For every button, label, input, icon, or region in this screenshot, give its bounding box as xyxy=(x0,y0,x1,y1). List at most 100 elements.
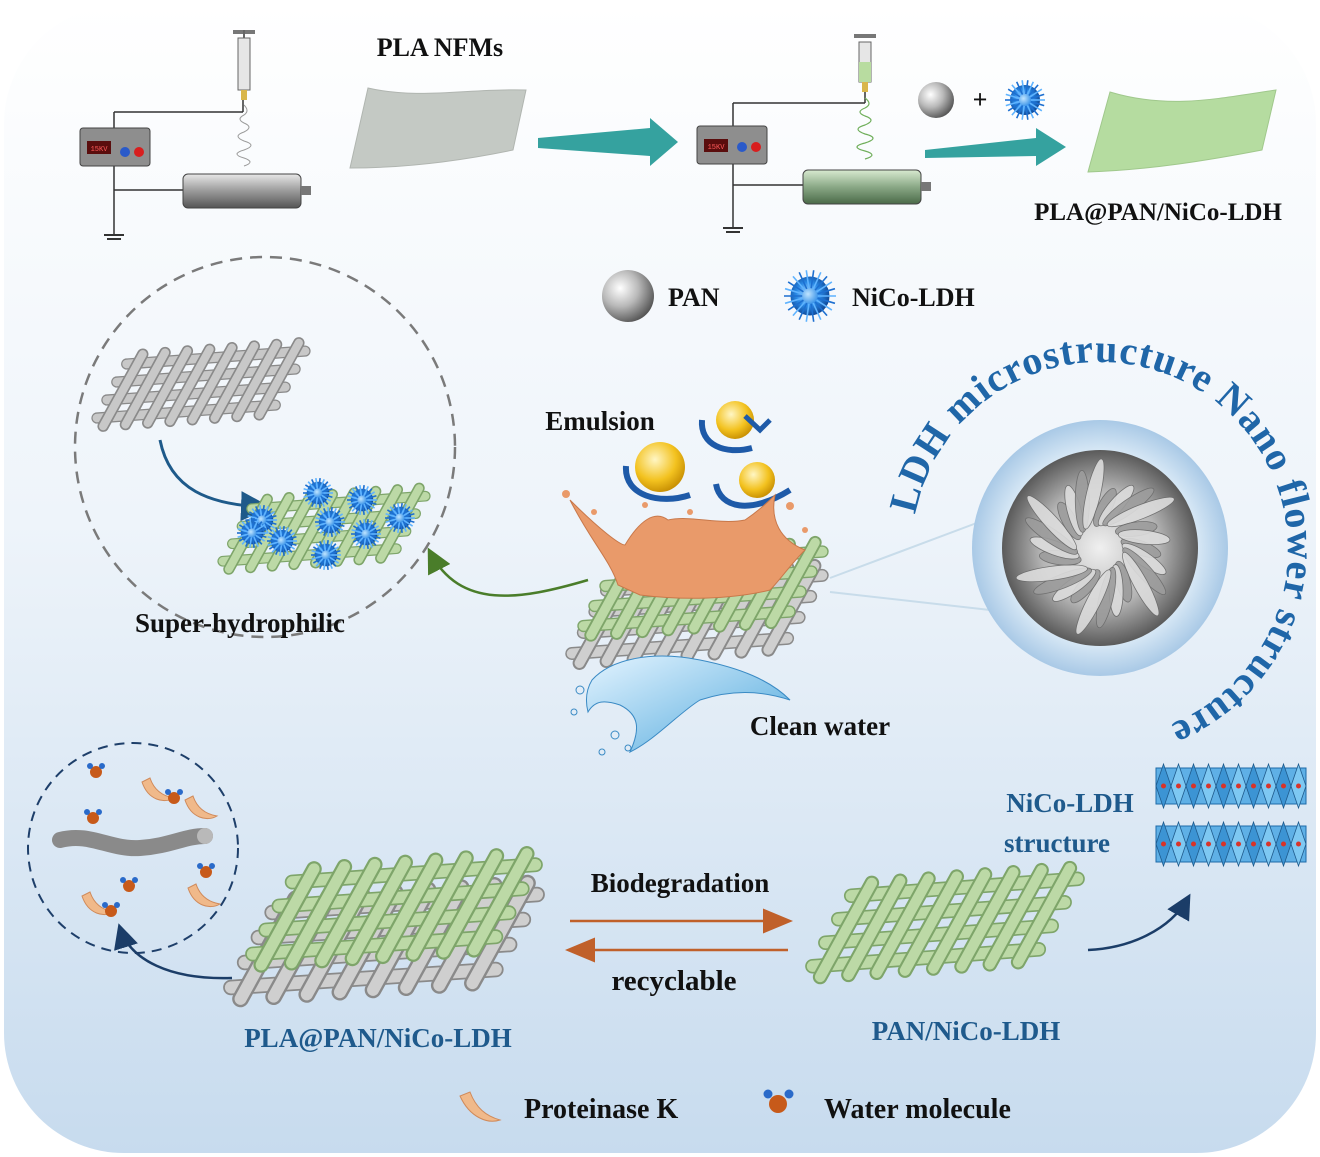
flower-petal xyxy=(279,545,283,556)
flower-petal xyxy=(787,281,804,293)
flower-petal xyxy=(249,518,253,529)
mesh-fiber xyxy=(843,875,906,981)
flower-petal xyxy=(320,481,329,491)
flower-petal xyxy=(247,515,258,520)
flower-petal xyxy=(332,510,341,520)
flower-petal xyxy=(279,526,283,537)
flower-petal xyxy=(271,529,280,539)
emulsion-splash xyxy=(569,493,806,599)
flower-petal xyxy=(334,522,345,527)
mesh-fiber xyxy=(928,869,991,974)
flower-petal xyxy=(814,275,828,291)
ldh-atom xyxy=(1221,783,1226,789)
flower-petal xyxy=(351,534,362,539)
flower-petal xyxy=(393,521,399,532)
mesh-fiber xyxy=(346,856,411,964)
flower-petal xyxy=(331,508,337,519)
ldh-atom xyxy=(1176,841,1181,847)
flower-petal xyxy=(323,540,327,551)
flower-petal xyxy=(1028,84,1039,96)
ldh-atom xyxy=(1206,841,1211,847)
flower-petal xyxy=(366,495,377,500)
flower-petal xyxy=(798,302,808,320)
flower-petal xyxy=(1026,105,1035,119)
mesh-fiber xyxy=(121,348,170,429)
flower-petal xyxy=(304,484,315,492)
degradation-inset-circle xyxy=(27,742,239,954)
pla-nfms-label: PLA NFMs xyxy=(377,33,503,62)
ldh-atom xyxy=(1266,841,1271,847)
flower-petal xyxy=(285,542,296,550)
flower-petal xyxy=(1025,80,1029,95)
flower-petal xyxy=(329,546,340,554)
flower-petal xyxy=(320,495,329,505)
flower-petal xyxy=(399,522,403,533)
spinning-jet-2 xyxy=(856,97,874,160)
flower-petal xyxy=(351,488,360,498)
mesh-fiber xyxy=(289,490,337,569)
super-hydrophilic-label: Super-hydrophilic xyxy=(135,608,345,638)
ldh-atom xyxy=(1296,783,1301,789)
flower-petal xyxy=(355,522,364,532)
flower-petal xyxy=(327,541,333,552)
pan-legend-label: PAN xyxy=(668,283,720,312)
flower-petal xyxy=(792,301,806,317)
mesh-fiber xyxy=(99,350,147,431)
flower-petal xyxy=(329,556,340,564)
pla-nfms-sheet xyxy=(349,87,527,169)
flower-petal xyxy=(333,513,344,521)
flower-petal xyxy=(319,510,328,520)
flower-petal xyxy=(281,545,285,556)
flower-petal xyxy=(784,287,803,295)
flower-petal xyxy=(359,485,363,496)
flower-core xyxy=(790,276,830,316)
flower-petal xyxy=(787,299,804,311)
flower-petal xyxy=(1015,81,1024,95)
flower-petal xyxy=(328,543,337,553)
flower-petal xyxy=(812,272,822,290)
gray-fiber-mesh-small xyxy=(91,337,311,432)
proteinase-legend-label: Proteinase K xyxy=(524,1094,678,1125)
flower-petal xyxy=(812,302,822,320)
flower-petal xyxy=(315,497,319,508)
flower-petal xyxy=(266,515,277,520)
flower-petal xyxy=(370,529,381,534)
electrospinning-setup-2: 15KV xyxy=(696,34,931,233)
water-molecule xyxy=(165,789,183,804)
water-legend-icon xyxy=(763,1089,794,1113)
flower-petal xyxy=(315,517,326,522)
flower-petal xyxy=(304,494,315,502)
flower-petal xyxy=(369,525,380,533)
flower-petal xyxy=(319,479,325,490)
flower-petal xyxy=(389,520,398,530)
flower-petal xyxy=(329,526,333,537)
plus-sign: + xyxy=(973,85,988,114)
flower-petal xyxy=(1029,88,1043,98)
flower-petal xyxy=(315,478,319,489)
flower-petal xyxy=(361,504,365,515)
flower-petal xyxy=(332,524,341,534)
process-arrow-1 xyxy=(538,118,678,166)
flower-petal xyxy=(284,529,293,539)
flower-petal xyxy=(1021,105,1025,120)
clean-water-splash xyxy=(585,655,791,754)
flower-petal xyxy=(403,509,414,517)
ldh-atom xyxy=(1206,783,1211,789)
voltage-readout-2: 15KV xyxy=(708,144,726,152)
ldh-atom xyxy=(1236,841,1241,847)
electrospinning-setup-1: 15KV xyxy=(79,30,311,240)
power-supply-box-2 xyxy=(696,125,768,165)
mesh-fiber xyxy=(188,343,237,424)
flower-petal xyxy=(238,534,249,542)
proteinase-legend-icon xyxy=(459,1091,502,1122)
ldh-atom xyxy=(1281,841,1286,847)
ldh-atom xyxy=(1251,841,1256,847)
flower-petal xyxy=(369,535,380,543)
flower-petal xyxy=(359,504,363,515)
flower-petal xyxy=(403,519,414,527)
flower-petal xyxy=(238,524,249,532)
sem-petal xyxy=(1122,551,1160,617)
pla-pan-nico-ldh-sheet xyxy=(1087,89,1277,173)
flower-petal xyxy=(312,556,323,564)
pan-legend-icon xyxy=(602,270,654,322)
